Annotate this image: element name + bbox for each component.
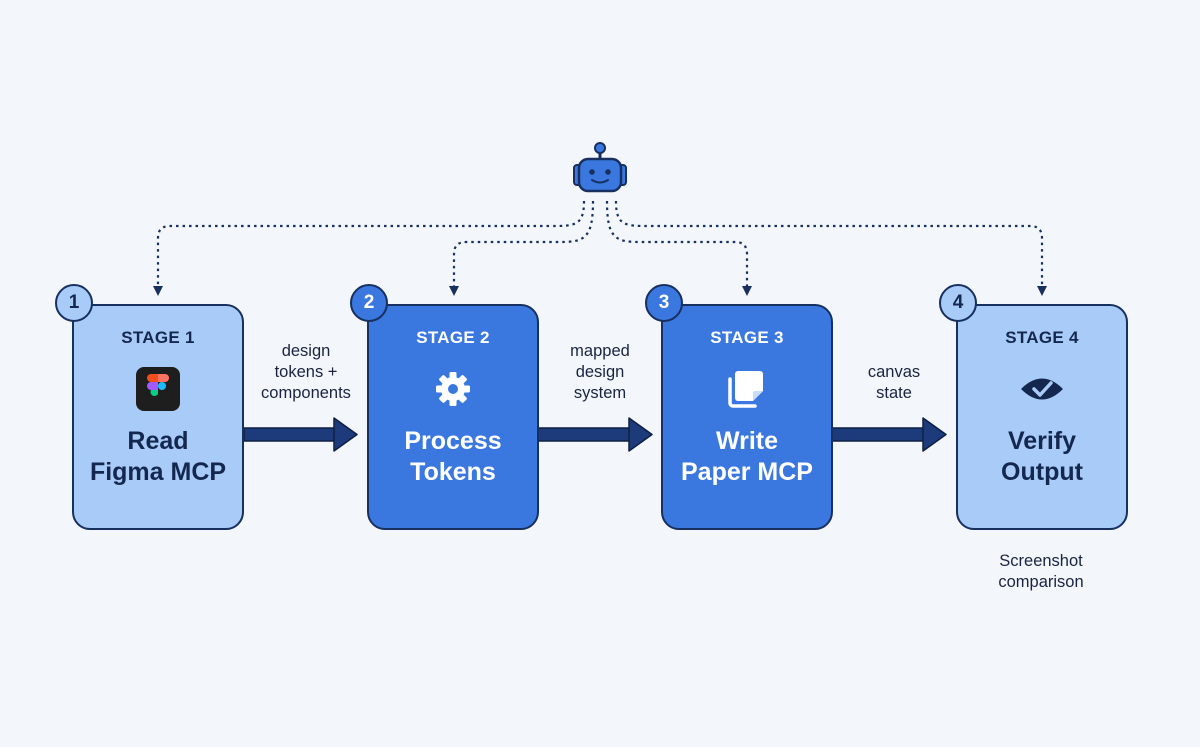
flow-arrow-3-4 — [831, 417, 947, 452]
stage-4-card: STAGE 4 Verify Output — [956, 304, 1128, 530]
stage-4-label: STAGE 4 — [1005, 328, 1079, 347]
agent-connector-stage-4 — [614, 200, 1047, 296]
stage-1-title: Read Figma MCP — [89, 427, 227, 486]
stage-1-label: STAGE 1 — [121, 328, 195, 347]
figma-icon — [136, 367, 180, 411]
flow-arrow-1-2 — [243, 417, 358, 452]
stage-4-title: Verify Output — [1001, 427, 1083, 486]
flow-label-3-4: canvas state — [867, 363, 921, 402]
stage-3-badge: 3 — [645, 284, 683, 322]
stage-2-title: Process Tokens — [404, 427, 502, 486]
agent-connector-stage-2 — [449, 200, 595, 296]
flow-arrow-2-3 — [537, 417, 653, 452]
stage-4-note: Screenshot comparison — [998, 552, 1084, 591]
stage-4-badge: 4 — [939, 284, 977, 322]
flow-label-2-3: mapped design system — [570, 342, 630, 402]
agent-connector-stage-1 — [153, 200, 586, 296]
agent-connector-stage-3 — [605, 200, 752, 296]
gear-icon — [436, 372, 470, 406]
stage-3-card: STAGE 3 Write Paper MCP — [661, 304, 833, 530]
stage-1-card: STAGE 1 Read Figma MCP — [72, 304, 244, 530]
stage-2-badge: 2 — [350, 284, 388, 322]
robot-icon — [573, 142, 627, 193]
stage-3-title: Write Paper MCP — [681, 427, 813, 486]
flow-label-1-2: design tokens + components — [261, 342, 351, 402]
stage-1-badge: 1 — [55, 284, 93, 322]
paper-stack-icon — [728, 371, 763, 408]
stage-2-label: STAGE 2 — [416, 328, 490, 347]
eye-check-icon — [1021, 378, 1063, 400]
stage-3-label: STAGE 3 — [710, 328, 784, 347]
stage-2-card: STAGE 2 Process Tokens — [367, 304, 539, 530]
